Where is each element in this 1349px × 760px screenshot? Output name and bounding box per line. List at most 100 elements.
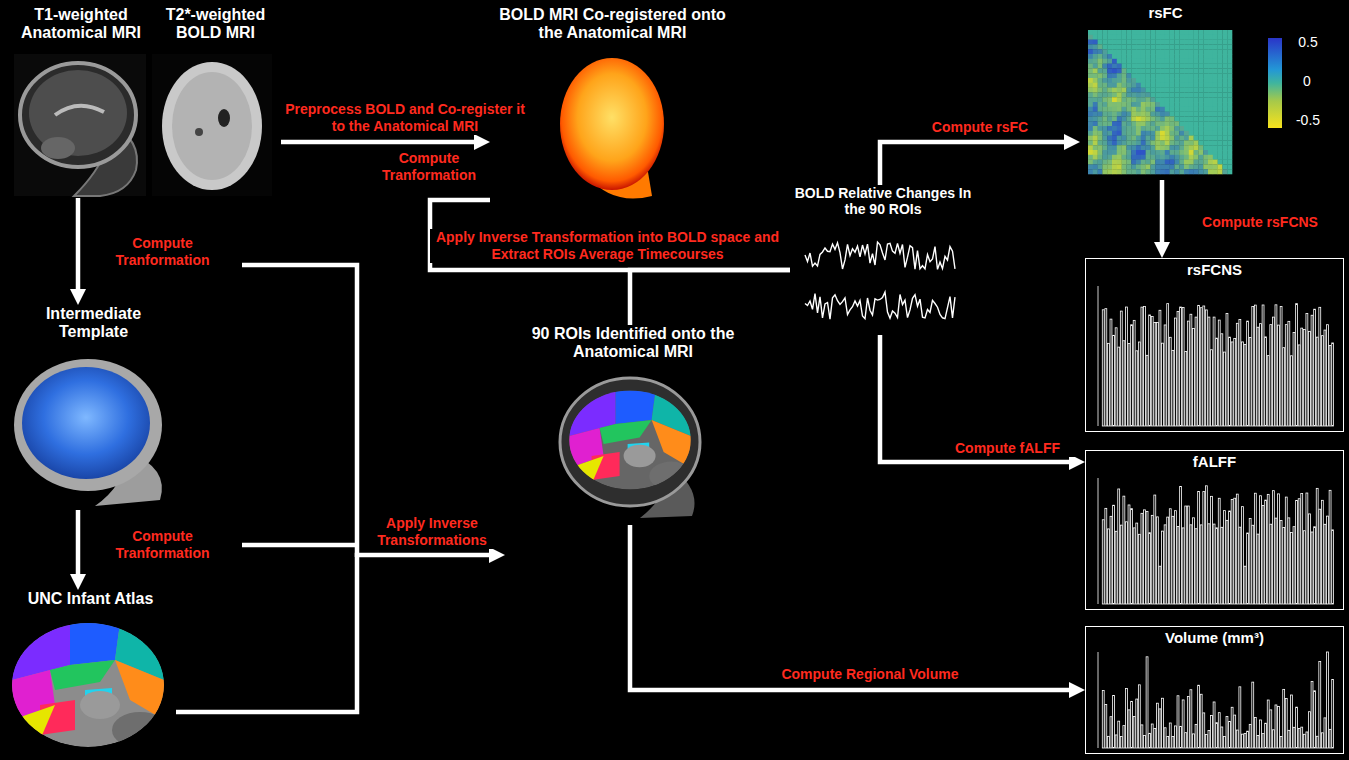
matrix-cell: [1112, 112, 1117, 117]
bar: [1185, 351, 1187, 426]
matrix-cell: [1194, 54, 1199, 59]
matrix-cell: [1174, 121, 1179, 126]
bar: [1133, 320, 1135, 426]
bar: [1234, 715, 1236, 748]
matrix-cell: [1165, 64, 1170, 69]
matrix-cell: [1170, 73, 1175, 78]
matrix-cell: [1098, 145, 1103, 150]
matrix-cell: [1141, 140, 1146, 145]
matrix-cell: [1165, 78, 1170, 83]
matrix-cell: [1184, 97, 1189, 102]
bar: [1151, 515, 1153, 604]
bar: [1285, 699, 1287, 748]
matrix-cell: [1218, 112, 1223, 117]
roi-regions: [569, 390, 694, 492]
matrix-cell: [1098, 160, 1103, 165]
bar: [1262, 505, 1264, 604]
matrix-cell: [1227, 155, 1232, 160]
bar: [1257, 736, 1259, 748]
bar: [1141, 307, 1143, 426]
matrix-cell: [1112, 169, 1117, 174]
matrix-cell: [1117, 73, 1122, 78]
bar: [1218, 320, 1220, 426]
image-panel: UNC Infant Atlas: [5, 590, 176, 755]
matrix-cell: [1150, 140, 1155, 145]
matrix-cell: [1141, 88, 1146, 93]
bold-timecourse: [805, 292, 955, 319]
matrix-cell: [1131, 54, 1136, 59]
bar: [1329, 729, 1331, 748]
matrix-cell: [1189, 116, 1194, 121]
matrix-cell: [1174, 30, 1179, 35]
matrix-cell: [1131, 126, 1136, 131]
bar: [1182, 700, 1184, 748]
matrix-cell: [1170, 112, 1175, 117]
matrix-cell: [1218, 64, 1223, 69]
bold-overlay: [560, 58, 664, 190]
matrix-cell: [1208, 116, 1213, 121]
matrix-cell: [1189, 145, 1194, 150]
bar: [1314, 527, 1316, 604]
scan-background: [152, 54, 272, 196]
matrix-cell: [1122, 30, 1127, 35]
matrix-cell: [1112, 54, 1117, 59]
matrix-cell: [1227, 116, 1232, 121]
bar: [1200, 525, 1202, 604]
matrix-cell: [1117, 54, 1122, 59]
matrix-cell: [1150, 92, 1155, 97]
bar: [1242, 342, 1244, 426]
matrix-cell: [1179, 107, 1184, 112]
matrix-cell: [1088, 44, 1093, 49]
matrix-cell: [1146, 73, 1151, 78]
matrix-cell: [1170, 102, 1175, 107]
matrix-cell: [1093, 145, 1098, 150]
scan-background: [14, 54, 146, 196]
bar: [1120, 736, 1122, 748]
matrix-cell: [1098, 40, 1103, 45]
matrix-cell: [1203, 136, 1208, 141]
matrix-cell: [1160, 30, 1165, 35]
matrix-cell: [1098, 107, 1103, 112]
bar: [1231, 499, 1233, 604]
matrix-cell: [1098, 73, 1103, 78]
matrix-cell: [1208, 73, 1213, 78]
bar: [1113, 335, 1115, 426]
bold-timecourse: [805, 242, 955, 269]
bar: [1177, 311, 1179, 426]
matrix-cell: [1170, 44, 1175, 49]
matrix-cell: [1107, 73, 1112, 78]
matrix-cell: [1165, 140, 1170, 145]
matrix-cell: [1184, 78, 1189, 83]
matrix-cell: [1165, 92, 1170, 97]
matrix-cell: [1174, 40, 1179, 45]
bar: [1120, 311, 1122, 426]
matrix-cell: [1136, 145, 1141, 150]
colorbar-tick: -0.5: [1284, 112, 1332, 129]
matrix-cell: [1218, 59, 1223, 64]
matrix-cell: [1088, 131, 1093, 136]
bar: [1123, 341, 1125, 426]
matrix-cell: [1184, 88, 1189, 93]
template-brain: [22, 367, 150, 479]
bar: [1164, 728, 1166, 748]
matrix-cell: [1218, 140, 1223, 145]
matrix-cell: [1198, 140, 1203, 145]
bar: [1169, 337, 1171, 426]
matrix-cell: [1136, 73, 1141, 78]
matrix-cell: [1136, 136, 1141, 141]
matrix-cell: [1126, 150, 1131, 155]
bar: [1144, 306, 1146, 426]
matrix-cell: [1102, 155, 1107, 160]
matrix-cell: [1174, 64, 1179, 69]
matrix-cell: [1102, 40, 1107, 45]
bar: [1260, 496, 1262, 604]
matrix-cell: [1141, 102, 1146, 107]
bar: [1195, 529, 1197, 604]
bar: [1311, 315, 1313, 426]
matrix-cell: [1126, 92, 1131, 97]
matrix-cell: [1122, 78, 1127, 83]
matrix-cell: [1107, 107, 1112, 112]
bar: [1187, 506, 1189, 604]
matrix-cell: [1146, 68, 1151, 73]
